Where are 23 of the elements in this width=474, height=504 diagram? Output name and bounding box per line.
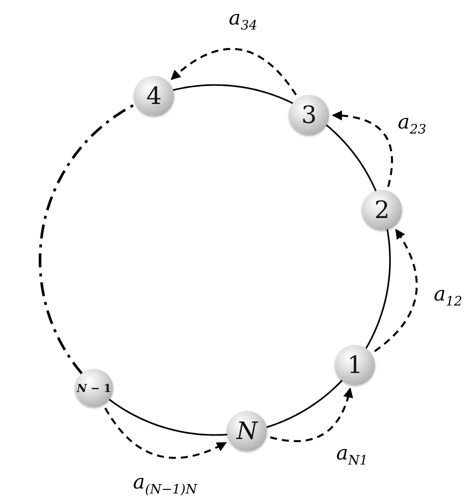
dashed-arrow <box>270 388 354 442</box>
dashed-arrow <box>170 48 297 96</box>
dashed-arrow <box>104 408 227 459</box>
sphere-node <box>227 411 267 451</box>
node-label: N <box>236 419 258 443</box>
node-label: 1 <box>347 353 363 377</box>
sphere-node <box>289 95 329 135</box>
sphere-node <box>134 76 174 116</box>
ring-segment <box>108 398 228 436</box>
node-label: 4 <box>146 84 162 108</box>
node-label: 3 <box>301 103 317 127</box>
sphere-node <box>362 190 402 230</box>
ring-segment <box>266 380 343 428</box>
node-label: 2 <box>374 198 390 222</box>
dashed-arrow <box>374 228 418 352</box>
ring-segment <box>326 124 377 192</box>
node-label: N − 1 <box>76 382 112 394</box>
dashed-arrow <box>332 110 393 188</box>
dash-dot-ring-segment <box>38 102 136 374</box>
ring-segment <box>365 229 391 349</box>
ring-segment <box>172 84 294 104</box>
sphere-node <box>335 345 375 385</box>
sphere-node <box>75 369 113 407</box>
